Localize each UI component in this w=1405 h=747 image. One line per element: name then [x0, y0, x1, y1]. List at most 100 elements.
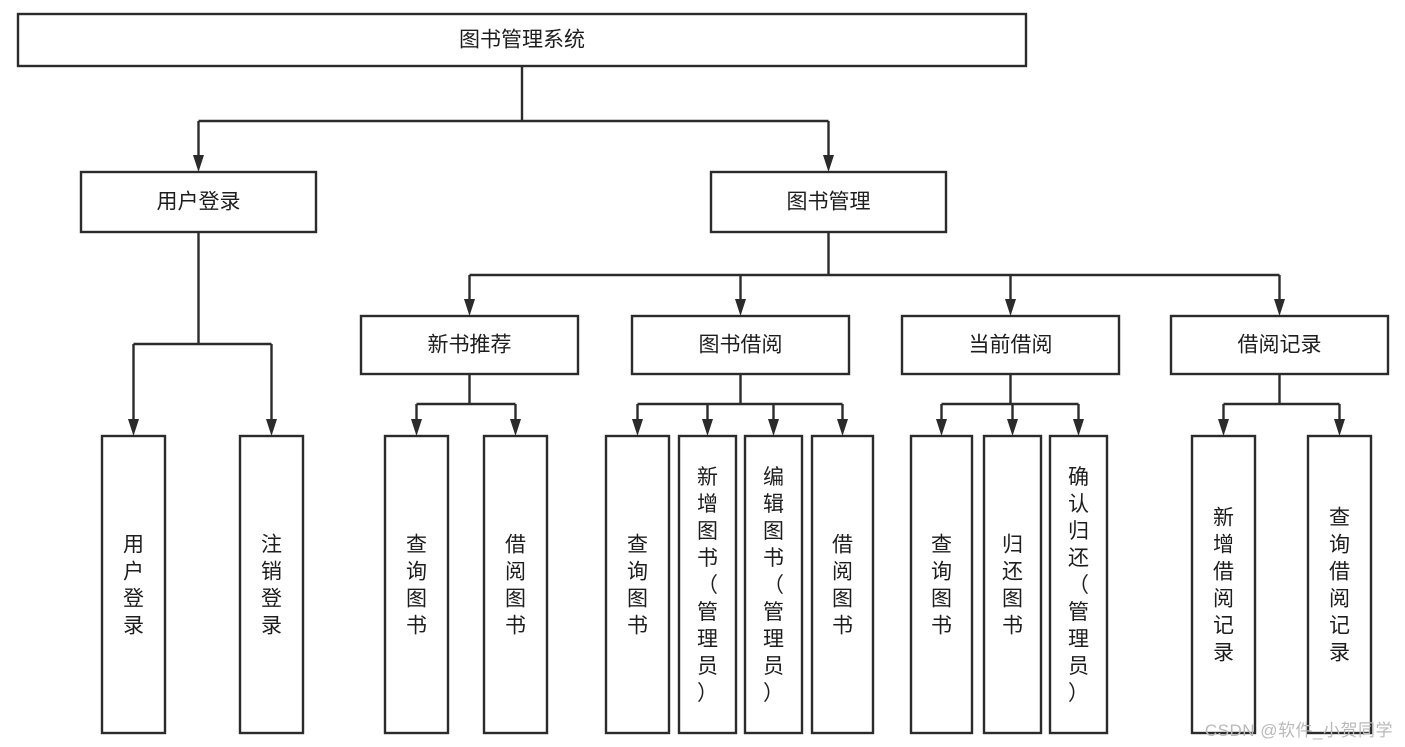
- edge-e-root-book-manage: [823, 121, 834, 172]
- node-box-leaf-query-book-1[interactable]: [383, 434, 450, 735]
- node-box-current-borrow[interactable]: [900, 314, 1121, 376]
- node-box-user-login[interactable]: [79, 170, 318, 234]
- node-label-new-book-rec: 新书推荐: [428, 334, 512, 357]
- node-label-leaf-query-record: 查询借阅记录: [1329, 507, 1350, 665]
- arrow-head-icon: [1218, 419, 1229, 436]
- arrow-head-icon: [936, 419, 947, 436]
- node-box-leaf-query-book-3[interactable]: [909, 434, 974, 735]
- node-leaf-confirm-return[interactable]: 确认归还（管理员）: [1048, 434, 1109, 735]
- edge-group-new-book-rec: [411, 374, 521, 436]
- node-label-leaf-user-login: 用户登录: [123, 534, 144, 638]
- node-box-leaf-confirm-return[interactable]: [1048, 434, 1109, 735]
- node-leaf-query-book-3[interactable]: 查询图书: [909, 434, 974, 735]
- node-book-borrow[interactable]: 图书借阅: [630, 314, 851, 376]
- node-box-borrow-record[interactable]: [1169, 314, 1390, 376]
- node-new-book-rec[interactable]: 新书推荐: [359, 314, 580, 376]
- arrow-head-icon: [193, 155, 204, 172]
- node-box-leaf-borrow-book-2[interactable]: [810, 434, 875, 735]
- node-leaf-query-record[interactable]: 查询借阅记录: [1306, 434, 1373, 735]
- node-box-leaf-query-book-2[interactable]: [604, 434, 671, 735]
- node-borrow-record[interactable]: 借阅记录: [1169, 314, 1390, 376]
- edge-e-br-query-record: [1334, 404, 1345, 436]
- node-label-leaf-query-book-3: 查询图书: [931, 534, 952, 638]
- arrow-head-icon: [1274, 299, 1285, 316]
- edge-e-ul-leaf-user-login: [128, 344, 139, 436]
- arrow-head-icon: [1334, 419, 1345, 436]
- node-root[interactable]: 图书管理系统: [16, 12, 1028, 68]
- node-label-leaf-borrow-book-1: 借阅图书: [505, 534, 526, 638]
- node-box-leaf-borrow-book-1[interactable]: [482, 434, 549, 735]
- node-label-leaf-borrow-book-2: 借阅图书: [832, 534, 853, 638]
- edge-e-cb-return-book: [1007, 404, 1018, 436]
- edge-e-cb-confirm-return: [1073, 404, 1084, 436]
- arrow-head-icon: [464, 299, 475, 316]
- node-leaf-borrow-book-1[interactable]: 借阅图书: [482, 434, 549, 735]
- edge-e-root-user-login: [193, 121, 204, 172]
- edge-group-book-manage: [464, 232, 1285, 316]
- node-leaf-logout[interactable]: 注销登录: [238, 434, 305, 735]
- node-label-current-borrow: 当前借阅: [969, 334, 1053, 357]
- node-box-leaf-query-record[interactable]: [1306, 434, 1373, 735]
- arrow-head-icon: [1005, 299, 1016, 316]
- edge-e-bm-borrow-record: [1274, 275, 1285, 316]
- node-label-leaf-query-book-2: 查询图书: [627, 534, 648, 638]
- edge-e-br-add-record: [1218, 404, 1229, 436]
- node-current-borrow[interactable]: 当前借阅: [900, 314, 1121, 376]
- node-leaf-query-book-1[interactable]: 查询图书: [383, 434, 450, 735]
- node-box-book-borrow[interactable]: [630, 314, 851, 376]
- arrow-head-icon: [510, 419, 521, 436]
- edge-e-ul-leaf-logout: [266, 344, 277, 436]
- node-label-borrow-record: 借阅记录: [1238, 334, 1322, 357]
- node-label-leaf-return-book: 归还图书: [1002, 534, 1023, 638]
- node-box-leaf-logout[interactable]: [238, 434, 305, 735]
- node-box-book-manage[interactable]: [709, 170, 948, 234]
- node-user-login[interactable]: 用户登录: [79, 170, 318, 234]
- node-label-book-manage: 图书管理: [787, 191, 871, 214]
- node-box-leaf-return-book[interactable]: [982, 434, 1043, 735]
- edge-e-bb-query-book: [632, 404, 643, 436]
- node-label-leaf-query-book-1: 查询图书: [406, 534, 427, 638]
- arrow-head-icon: [823, 155, 834, 172]
- node-box-new-book-rec[interactable]: [359, 314, 580, 376]
- edge-group-user-login: [128, 232, 277, 436]
- node-leaf-borrow-book-2[interactable]: 借阅图书: [810, 434, 875, 735]
- node-label-leaf-add-book: 新增图书（管理员）: [697, 466, 718, 705]
- nodes-layer: 图书管理系统用户登录图书管理新书推荐图书借阅当前借阅借阅记录用户登录注销登录查询…: [16, 12, 1390, 735]
- edge-e-bb-borrow-book: [837, 404, 848, 436]
- node-label-leaf-confirm-return: 确认归还（管理员）: [1068, 466, 1089, 705]
- node-leaf-user-login[interactable]: 用户登录: [100, 434, 167, 735]
- node-leaf-return-book[interactable]: 归还图书: [982, 434, 1043, 735]
- node-box-leaf-add-record[interactable]: [1190, 434, 1257, 735]
- edge-group-root: [193, 66, 834, 172]
- edge-e-bb-add-book: [702, 404, 713, 436]
- node-leaf-query-book-2[interactable]: 查询图书: [604, 434, 671, 735]
- node-book-manage[interactable]: 图书管理: [709, 170, 948, 234]
- arrow-head-icon: [735, 299, 746, 316]
- edge-group-borrow-record: [1218, 374, 1345, 436]
- node-box-leaf-user-login[interactable]: [100, 434, 167, 735]
- arrow-head-icon: [1007, 419, 1018, 436]
- node-box-root[interactable]: [16, 12, 1028, 68]
- edge-e-bm-book-borrow: [735, 275, 746, 316]
- node-box-leaf-edit-book[interactable]: [743, 434, 804, 735]
- arrow-head-icon: [128, 419, 139, 436]
- edge-e-nbr-borrow-book: [510, 404, 521, 436]
- edge-e-cb-query-book: [936, 404, 947, 436]
- edge-group-book-borrow: [632, 374, 848, 436]
- edge-e-bb-edit-book: [768, 404, 779, 436]
- node-leaf-edit-book[interactable]: 编辑图书（管理员）: [743, 434, 804, 735]
- node-label-leaf-edit-book: 编辑图书（管理员）: [763, 466, 784, 705]
- node-box-leaf-add-book[interactable]: [677, 434, 738, 735]
- arrow-head-icon: [837, 419, 848, 436]
- node-leaf-add-book[interactable]: 新增图书（管理员）: [677, 434, 738, 735]
- arrow-head-icon: [702, 419, 713, 436]
- node-leaf-add-record[interactable]: 新增借阅记录: [1190, 434, 1257, 735]
- node-label-book-borrow: 图书借阅: [699, 334, 783, 357]
- arrow-head-icon: [768, 419, 779, 436]
- node-label-user-login: 用户登录: [157, 191, 241, 214]
- arrow-head-icon: [411, 419, 422, 436]
- arrow-head-icon: [632, 419, 643, 436]
- edge-e-bm-current-borrow: [1005, 275, 1016, 316]
